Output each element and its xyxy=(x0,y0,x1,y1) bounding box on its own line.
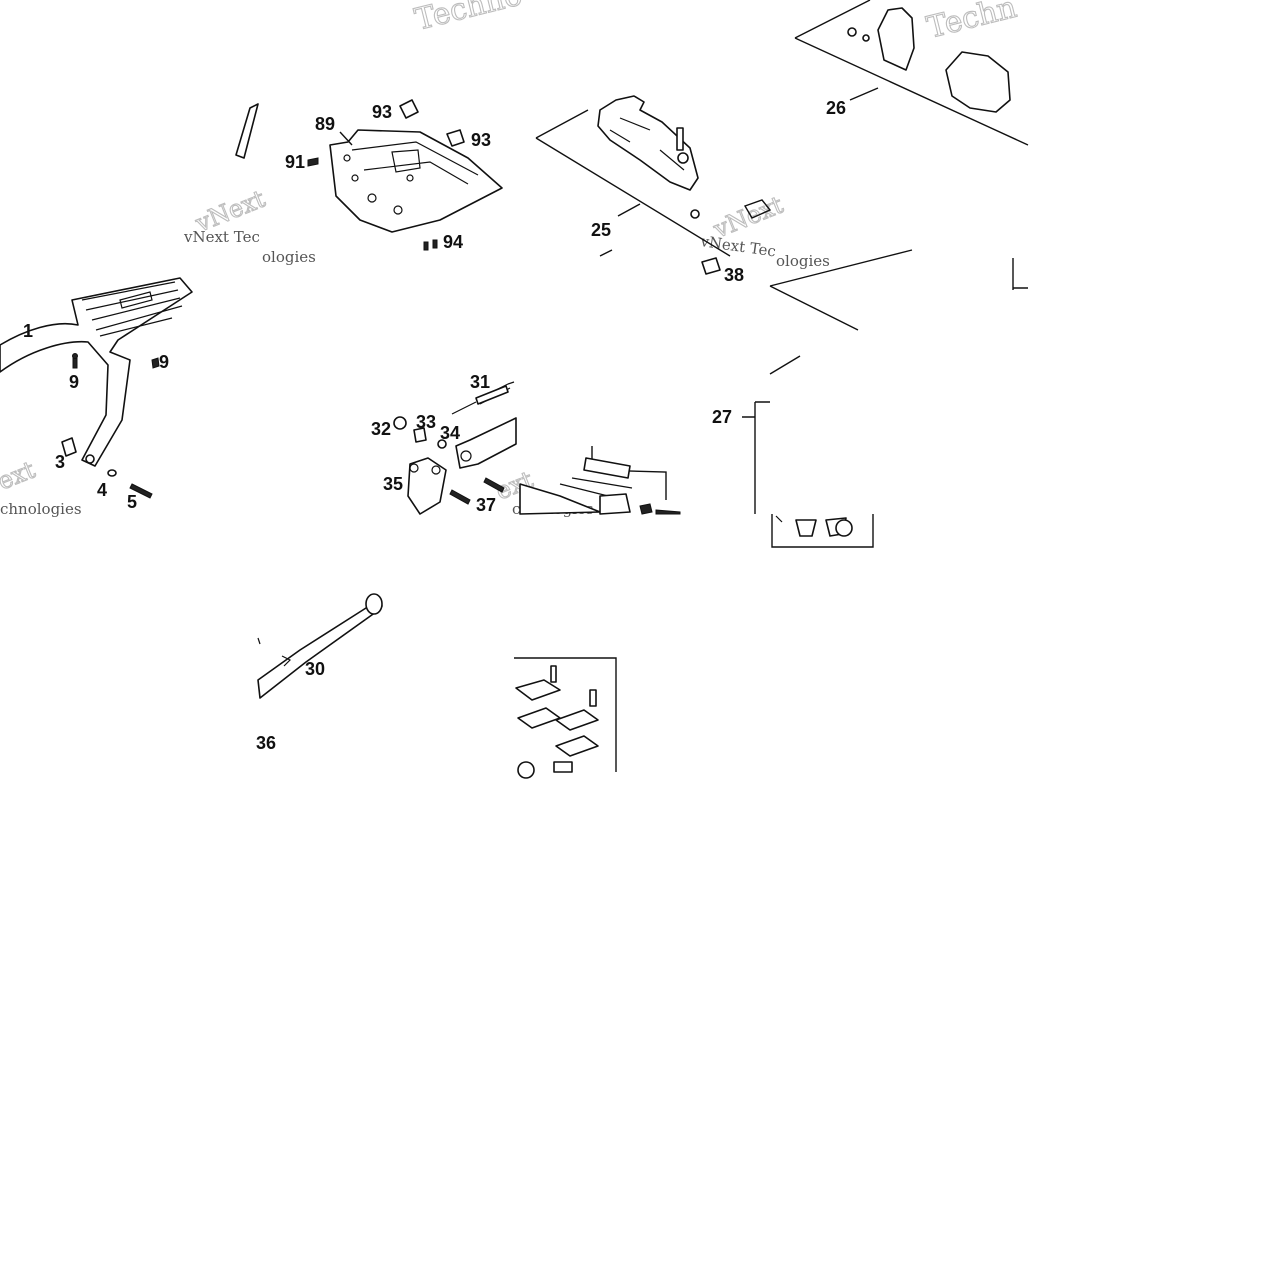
callout-37: 37 xyxy=(476,495,496,515)
callout-36: 36 xyxy=(256,733,276,753)
callout-9-right: 9 xyxy=(159,352,169,372)
callout-35: 35 xyxy=(383,474,403,494)
small-parts-box xyxy=(742,401,874,548)
callout-31: 31 xyxy=(470,372,490,392)
hand-guard-panel xyxy=(535,95,772,275)
callout-30: 30 xyxy=(305,659,325,679)
watermark-center-prefix: vNext xyxy=(709,191,787,244)
rack-hardware xyxy=(61,353,160,499)
callout-89: 89 xyxy=(315,114,335,134)
leader-lines xyxy=(339,87,879,217)
skid-plate-hardware xyxy=(307,99,465,251)
watermark-bottom-left-tail: chnologies xyxy=(0,500,82,518)
callout-38: 38 xyxy=(724,265,744,285)
callout-93-right: 93 xyxy=(471,130,491,150)
callout-4: 4 xyxy=(97,480,107,500)
callout-25: 25 xyxy=(591,220,611,240)
luggage-rack xyxy=(0,277,193,467)
watermark-left-tail: ologies xyxy=(262,248,316,266)
callout-32: 32 xyxy=(371,419,391,439)
side-stand-mechanism xyxy=(393,381,517,515)
callout-26: 26 xyxy=(826,98,846,118)
callout-93-top: 93 xyxy=(372,102,392,122)
callout-9-left: 9 xyxy=(69,372,79,392)
callout-3: 3 xyxy=(55,452,65,472)
watermark-left: vNext Tec xyxy=(183,228,260,246)
callout-27: 27 xyxy=(712,407,732,427)
callout-34: 34 xyxy=(440,423,460,443)
callout-5: 5 xyxy=(127,492,137,512)
clamp-kit xyxy=(514,657,617,779)
callouts: 1 9 9 3 4 5 89 91 93 93 94 25 26 38 27 3… xyxy=(23,98,846,753)
callout-94: 94 xyxy=(443,232,463,252)
callout-91: 91 xyxy=(285,152,305,172)
skid-plate xyxy=(235,103,503,233)
watermark-bottom-left: ext xyxy=(0,455,39,495)
callout-1: 1 xyxy=(23,321,33,341)
callout-33: 33 xyxy=(416,412,436,432)
watermark-top: Techno xyxy=(411,0,525,38)
hand-guard-kit xyxy=(769,0,1029,375)
footrest-assembly xyxy=(519,446,681,515)
watermark-top-right: Techn xyxy=(923,0,1020,46)
stand-bar xyxy=(257,593,383,699)
watermark-center-tail: ologies xyxy=(776,252,830,270)
